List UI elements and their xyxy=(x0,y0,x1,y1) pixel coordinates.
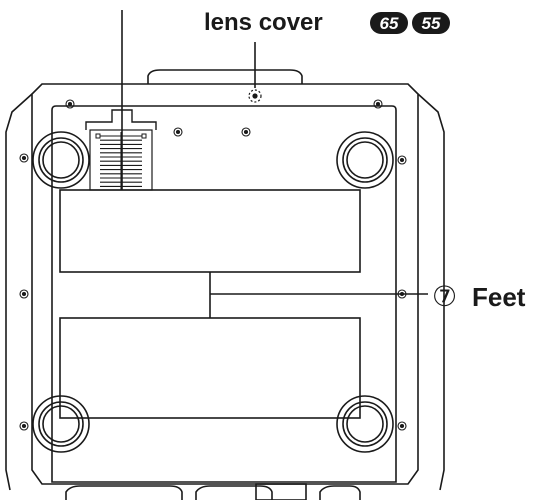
bottom-latch xyxy=(255,483,307,500)
bottom-connector-right xyxy=(319,485,361,500)
screw-icon xyxy=(373,99,383,109)
foot-rear-left xyxy=(32,395,90,453)
projector-body-outline xyxy=(31,83,419,485)
side-bevel-left xyxy=(5,93,33,491)
inner-panel xyxy=(51,105,397,483)
screw-icon xyxy=(397,421,407,431)
foot-icon xyxy=(336,131,394,189)
vent-icon xyxy=(85,109,157,191)
bottom-connector-mid xyxy=(195,485,273,500)
foot-front-left xyxy=(32,131,90,189)
foot-icon xyxy=(32,131,90,189)
screw-icon xyxy=(241,127,251,137)
label-plate-lower xyxy=(59,317,361,419)
page-ref-55: 55 xyxy=(422,14,441,33)
foot-rear-right xyxy=(336,395,394,453)
side-bevel-right xyxy=(417,93,445,491)
page-ref-badge-2: 55 xyxy=(412,12,450,34)
page-ref-65: 65 xyxy=(380,14,399,33)
page-ref-badge-1: 65 xyxy=(370,12,408,34)
lens-cover-screw-icon xyxy=(248,89,262,103)
lens-cover-label: lens cover xyxy=(204,9,323,36)
screw-icon xyxy=(19,421,29,431)
feet-label: Feet xyxy=(472,282,526,312)
screw-set xyxy=(19,99,407,431)
screw-icon xyxy=(397,289,407,299)
bottom-connector-left xyxy=(65,485,183,500)
screw-icon xyxy=(19,153,29,163)
screw-icon xyxy=(173,127,183,137)
feet-number-label: ⑦ xyxy=(432,280,457,313)
lens-housing xyxy=(147,69,303,84)
foot-icon xyxy=(336,395,394,453)
screw-icon xyxy=(65,99,75,109)
foot-front-right xyxy=(336,131,394,189)
foot-icon xyxy=(32,395,90,453)
screw-icon xyxy=(397,155,407,165)
label-plate-upper xyxy=(59,189,361,273)
screw-icon xyxy=(19,289,29,299)
